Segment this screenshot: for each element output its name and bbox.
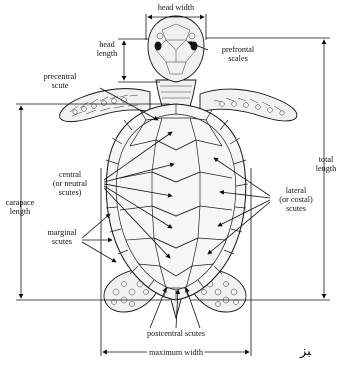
label-carapace-2: length [10, 207, 30, 216]
label-lateral-2: (or costal) [279, 195, 313, 204]
label-lateral-1: lateral [286, 186, 307, 195]
label-postcentral: postcentral scutes [147, 329, 205, 338]
label-head-length-1: head [99, 40, 114, 49]
carapace [106, 104, 245, 300]
label-precentral-1: precentral [44, 72, 77, 81]
label-lateral-3: scutes [286, 204, 306, 213]
label-central-3: scutes) [59, 188, 82, 197]
neck [156, 80, 196, 106]
label-total-2: length [316, 164, 336, 173]
turtle-illustration [60, 16, 297, 318]
label-precentral-2: scute [52, 81, 69, 90]
right-eye [191, 42, 198, 51]
left-eye [155, 42, 162, 51]
label-prefrontal-1: prefrontal [222, 45, 255, 54]
corner-text: ﺒﺰ [300, 344, 311, 359]
label-head-length-2: length [97, 49, 117, 58]
label-prefrontal-2: scales [228, 54, 248, 63]
label-central-2: (or neutral [53, 179, 88, 188]
label-central-1: central [59, 170, 82, 179]
label-maximum-width: maximum width [149, 348, 203, 357]
label-head-width: head width [158, 3, 194, 12]
label-carapace-1: carapace [6, 198, 35, 207]
label-marginal-1: marginal [48, 228, 78, 237]
label-total-1: total [319, 155, 334, 164]
label-marginal-2: scutes [52, 237, 72, 246]
